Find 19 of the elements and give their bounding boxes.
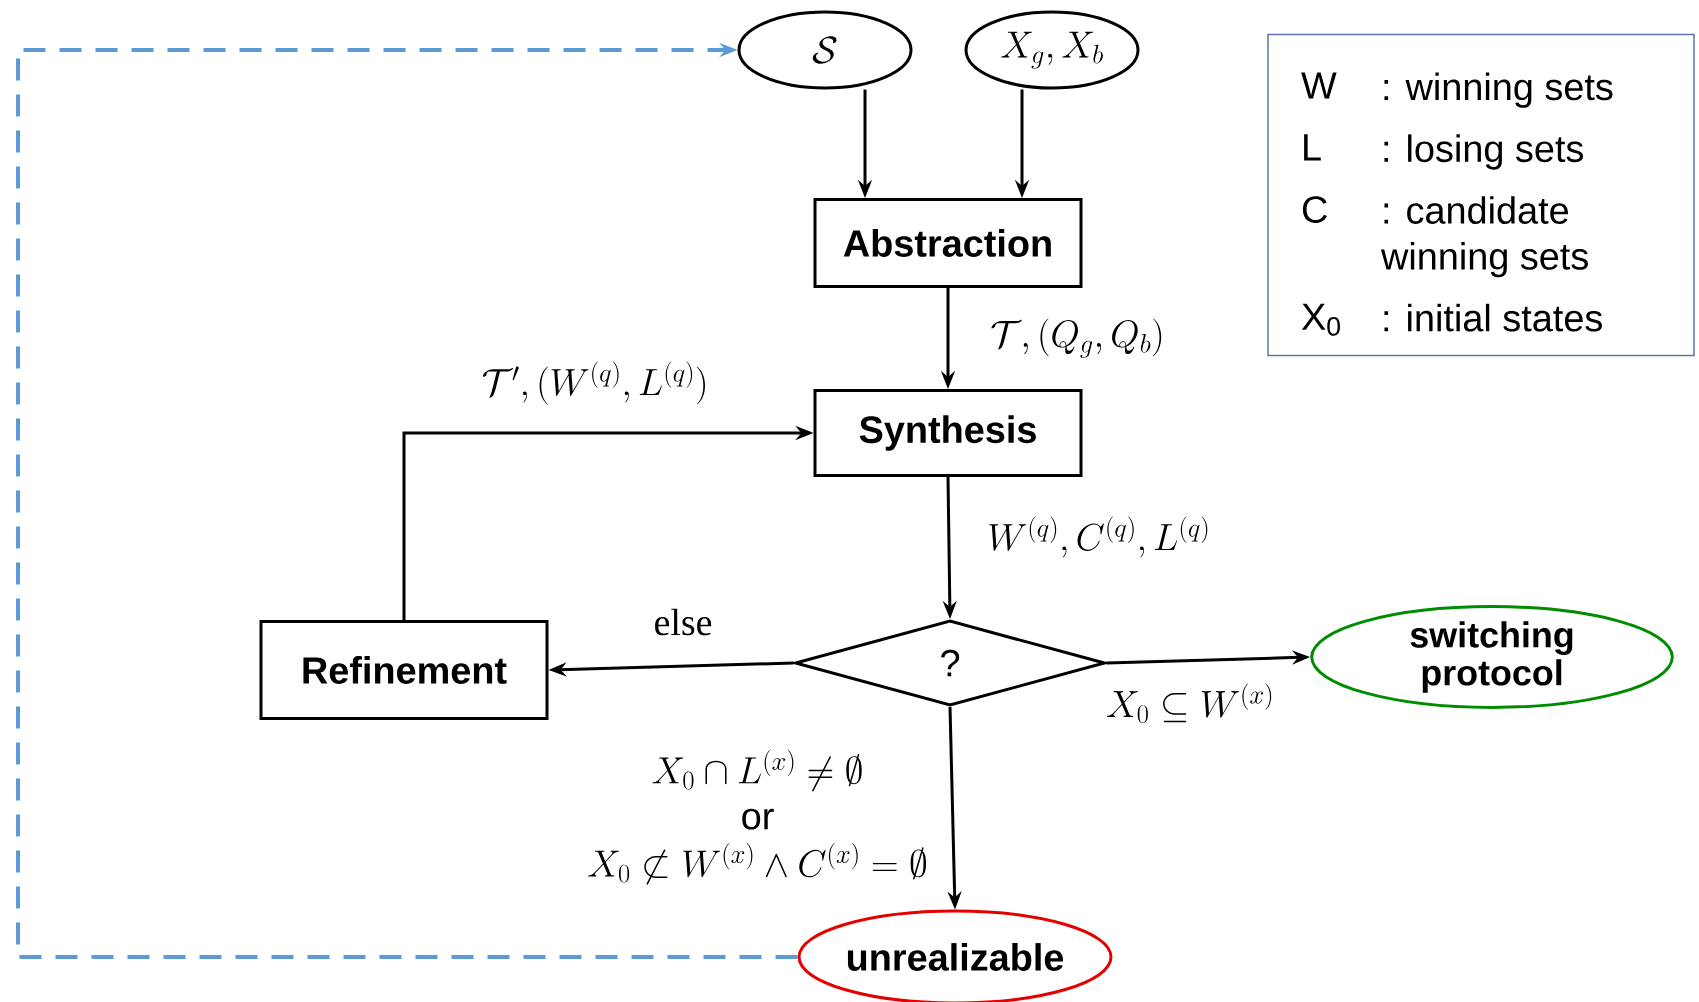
process-box: Synthesis (813, 389, 1083, 477)
edge-label: $\begin{array}{c} X_0 \cap L^{(x)} \neq \emptyset \\ \mathrm{or} \\ X_0 \not\subset W^{(x)} \wedge C^{(x)} = \emptyset \end{array}$ (580, 747, 935, 893)
legend-term: L (1304, 134, 1321, 161)
edge-label: $\mathcal{T}, (Q_g, Q_b)$ (988, 316, 1167, 360)
legend-box (1267, 33, 1695, 357)
legend-term: W (1301, 72, 1337, 99)
edge-label: $\mathcal{T}', (W^{(q)}, L^{(q)})$ (479, 359, 711, 407)
legend-term: X$_{0}$ (1301, 303, 1340, 336)
legend-description: : initial states (1384, 303, 1602, 332)
legend-description: : winning sets (1384, 72, 1613, 108)
legend-description: : candidate winning sets (1380, 196, 1588, 278)
process-box: Refinement (259, 620, 549, 720)
arrow (16, 42, 798, 959)
process-box: Abstraction (813, 198, 1083, 288)
edge-label: else (651, 606, 715, 638)
edge-label: $W^{(q)}, C^{(q)}, L^{(q)}$ (985, 514, 1213, 560)
edge-label: $X_0 \subseteq W^{(x)}$ (1104, 681, 1277, 725)
legend-term: C (1302, 196, 1327, 223)
legend-description: : losing sets (1384, 134, 1583, 170)
